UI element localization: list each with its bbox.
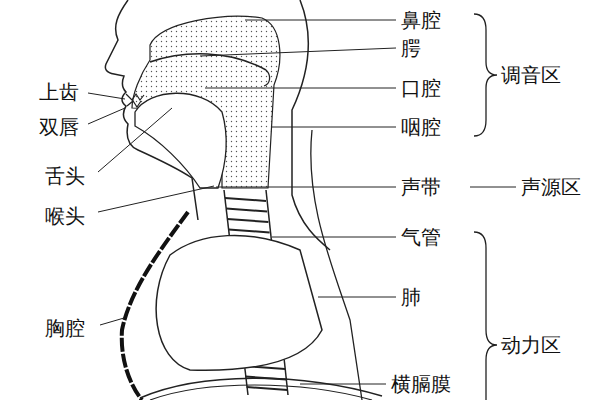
bracket — [474, 14, 497, 136]
uvula — [264, 70, 270, 86]
organ-label: 舌头 — [44, 164, 86, 188]
trachea-ring — [247, 387, 288, 390]
trachea-ring — [229, 230, 270, 233]
trachea-ring — [226, 209, 267, 212]
organ-label: 喉头 — [44, 204, 86, 228]
organ-label: 气管 — [400, 225, 442, 249]
head-back — [292, 0, 330, 250]
bracket — [474, 232, 497, 400]
trachea-ring — [227, 219, 268, 222]
palate — [150, 54, 266, 70]
body-outline — [311, 130, 362, 400]
diaphragm — [150, 385, 372, 400]
organ-label: 口腔 — [400, 76, 442, 100]
teeth — [126, 94, 144, 100]
organ-label: 声带 — [400, 175, 442, 199]
chest-wall — [122, 212, 188, 400]
organ-label: 双唇 — [38, 115, 80, 139]
organ-label: 上齿 — [38, 80, 80, 104]
tongue — [135, 93, 226, 188]
diaphragm — [140, 378, 382, 398]
teeth — [127, 101, 141, 107]
region-label: 调音区 — [500, 63, 562, 87]
organ-label: 腭 — [400, 36, 422, 60]
region-label: 动力区 — [500, 333, 562, 357]
organ-label: 横膈膜 — [390, 372, 452, 396]
region-label: 声源区 — [520, 175, 582, 199]
organ-label: 鼻腔 — [400, 8, 442, 32]
organ-label: 肺 — [400, 285, 422, 309]
lung — [156, 235, 322, 370]
organ-label: 胸腔 — [44, 316, 86, 340]
vocal-tract — [132, 16, 280, 188]
leader-lines — [88, 20, 516, 384]
trachea-ring — [225, 198, 266, 201]
organ-label: 咽腔 — [400, 115, 442, 139]
